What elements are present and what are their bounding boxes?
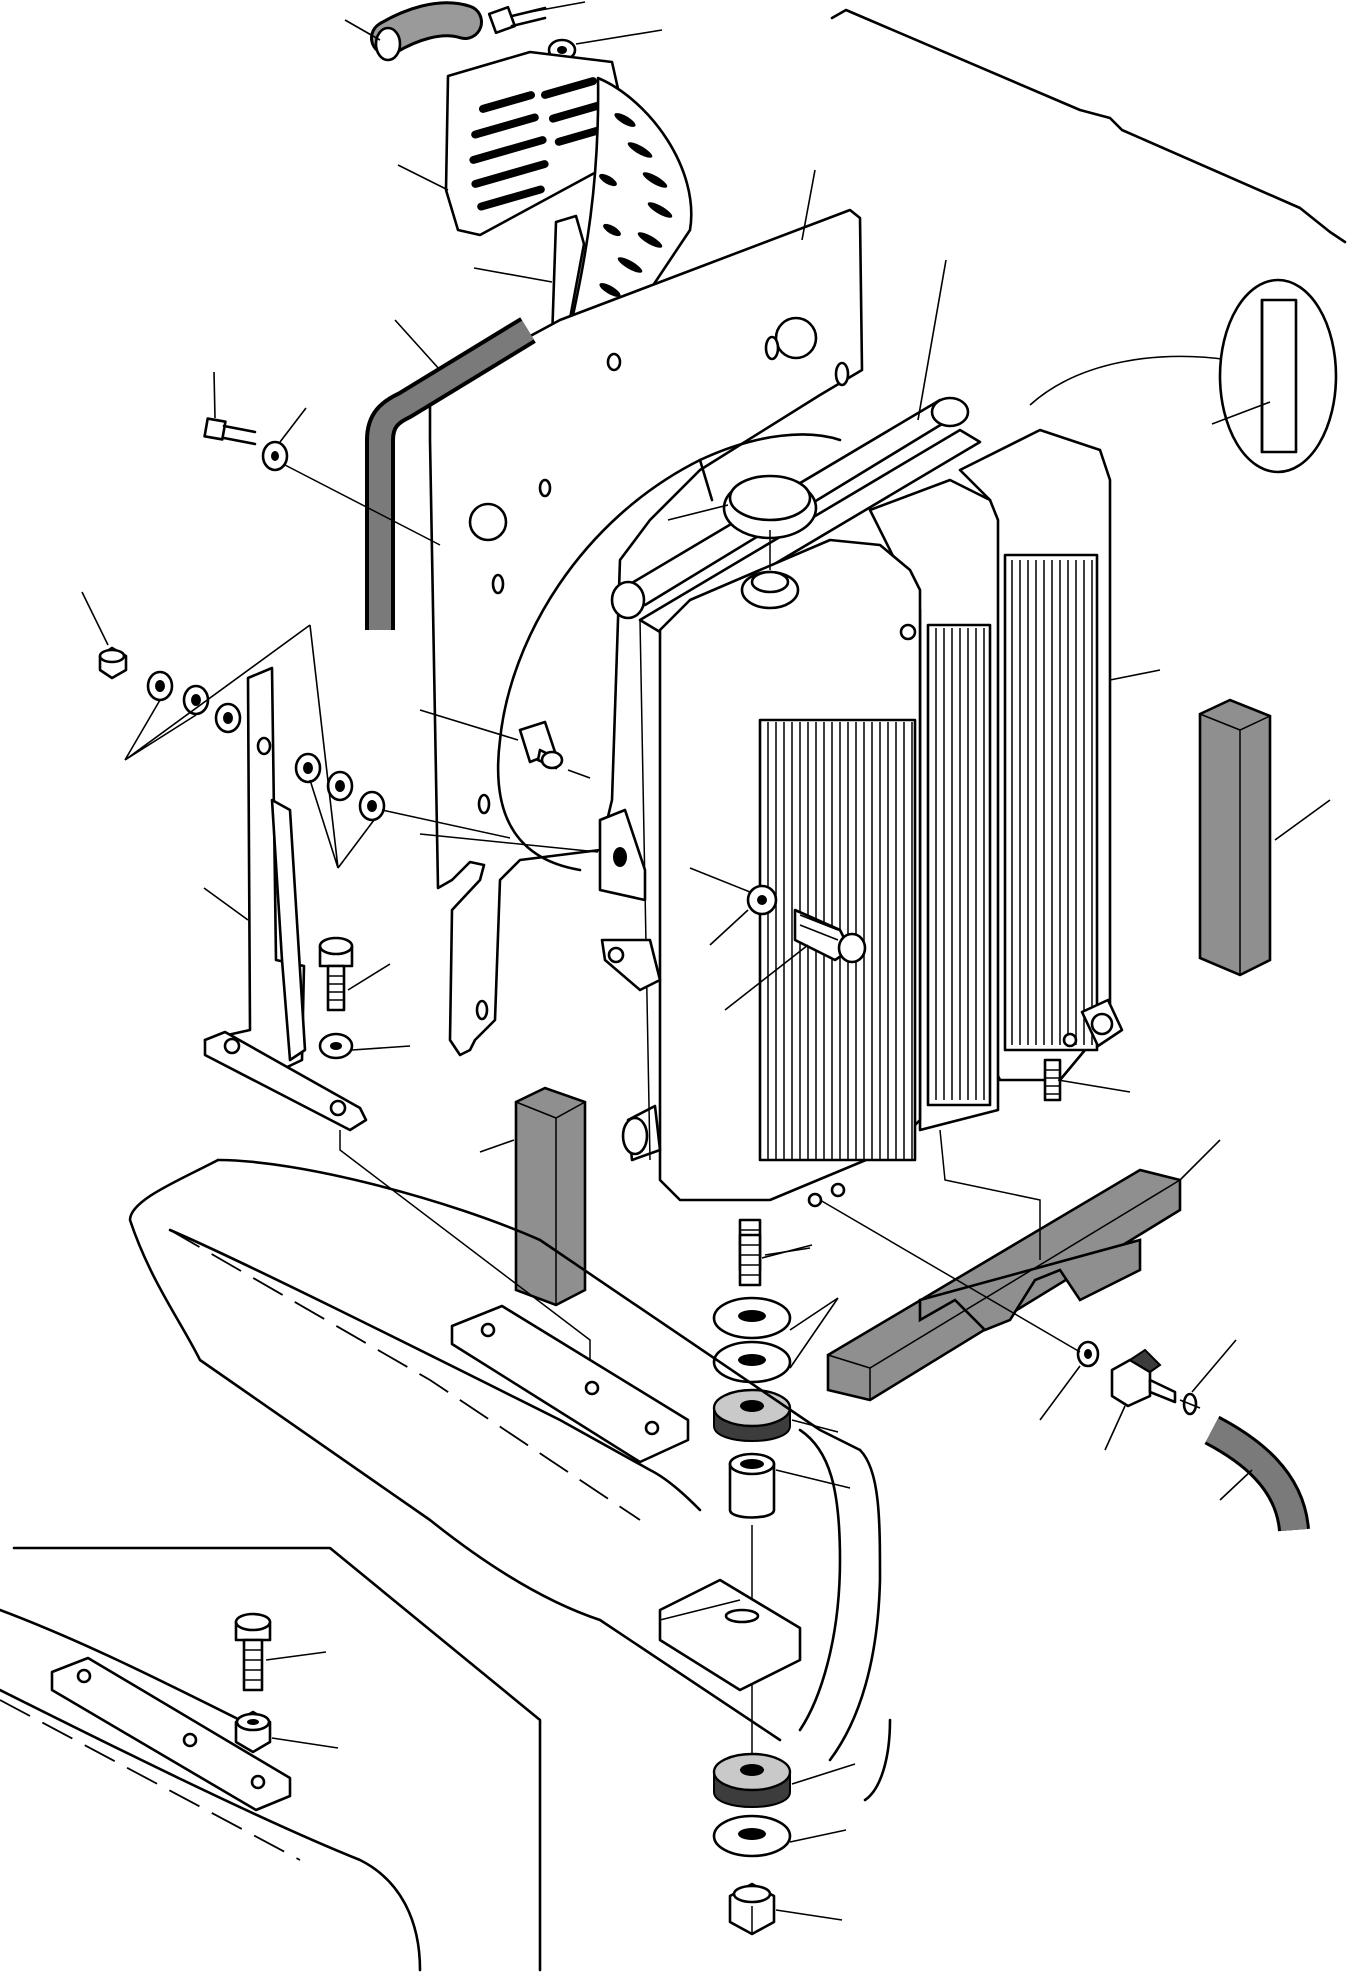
frame-outline	[128, 1158, 892, 1802]
side-bolt	[689, 867, 867, 1011]
bottom-foam-block	[826, 1129, 1221, 1402]
bracket-nuts	[81, 591, 128, 680]
core-side-bracket	[419, 808, 662, 992]
radiator-cap	[667, 474, 818, 610]
shroud-washer	[261, 407, 441, 546]
support-bracket	[203, 666, 368, 1132]
enclosure-outline	[830, 8, 1347, 244]
drain-hose	[1204, 1415, 1310, 1533]
radiator-core	[621, 538, 922, 1272]
fan-shroud	[428, 169, 864, 1057]
side-foam-block-right	[1198, 698, 1331, 977]
seal-strip	[365, 317, 536, 630]
bracket-washer	[318, 1032, 591, 1380]
side-foam-block-left	[479, 1086, 587, 1307]
lock-nut	[728, 1882, 843, 1936]
top-bolt	[487, 1, 586, 35]
curved-guard	[568, 76, 693, 332]
upper-hose	[344, 1, 483, 62]
detail-spacer	[234, 1710, 339, 1754]
detail-circle-seal	[1211, 278, 1338, 474]
bracket-washers	[124, 624, 511, 869]
detail-bolt	[234, 1612, 327, 1692]
rubber-mount-lower	[712, 1752, 856, 1808]
vertical-seal	[473, 214, 586, 342]
lower-washer	[712, 1814, 847, 1858]
fan-ring	[496, 433, 842, 872]
hose-clamp	[1179, 1339, 1237, 1416]
middle-core	[868, 478, 1000, 1132]
upper-washers	[712, 1296, 839, 1384]
mount-stud	[738, 1233, 813, 1287]
shroud-clip	[419, 709, 591, 779]
rubber-mount-upper	[712, 1388, 839, 1442]
grille-plate	[397, 50, 627, 237]
drain-washer	[819, 1199, 1100, 1421]
inset-panel	[0, 1546, 542, 1972]
bracket-bolt	[318, 936, 391, 1012]
shroud-bolt	[203, 371, 257, 446]
drain-valve	[1104, 1348, 1177, 1451]
